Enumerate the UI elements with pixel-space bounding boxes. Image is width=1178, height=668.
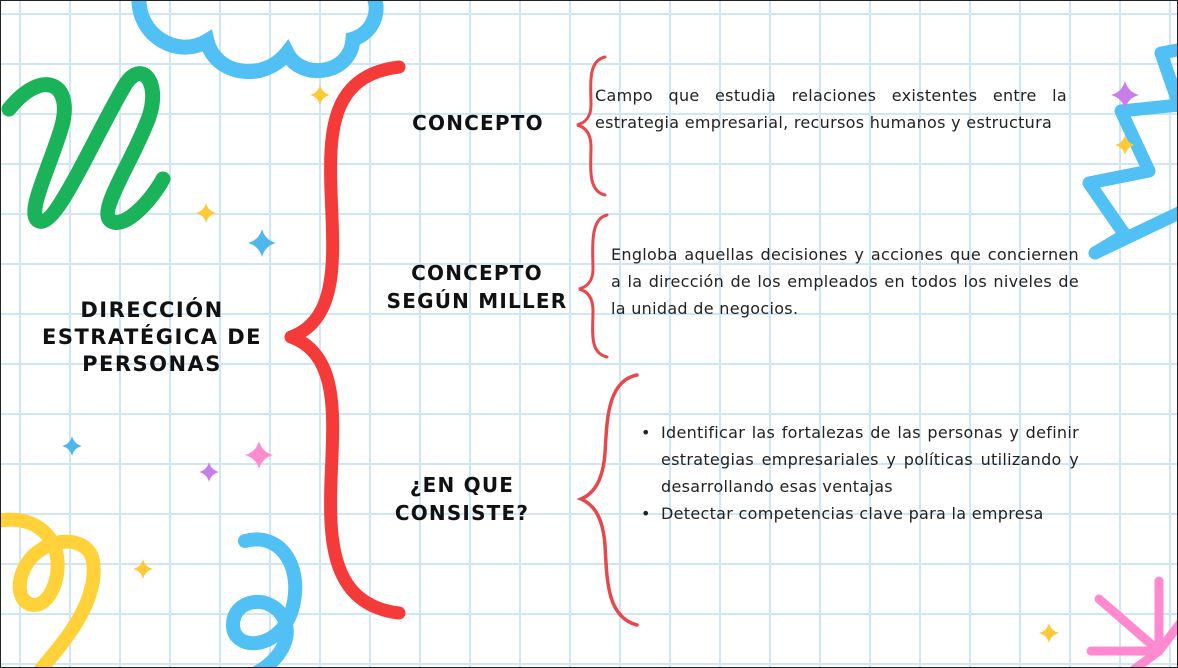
concepto-text: Campo que estudia relaciones existentes …: [595, 86, 1067, 132]
star-blue-1: [248, 229, 276, 257]
star-yellow-4: [1115, 135, 1135, 155]
list-item: •Detectar competencias clave para la emp…: [641, 504, 1044, 523]
star-yellow-2: [196, 203, 216, 223]
star-blue-2: [62, 436, 82, 456]
green-scribble: [1, 66, 171, 230]
heading-concepto-segun-miller: CONCEPTO SEGÚN MILLER: [386, 261, 568, 313]
heading-concepto: CONCEPTO: [412, 111, 544, 135]
list-item-text: Detectar competencias clave para la empr…: [661, 504, 1044, 523]
yellow-loop: [1, 512, 101, 667]
star-purple-1: [199, 462, 219, 482]
heading-en-que-consiste: ¿EN QUE CONSISTE?: [394, 473, 530, 525]
list-item: •Identificar las fortalezas de las perso…: [641, 423, 1079, 496]
star-pink-1: [245, 441, 273, 469]
main-title: DIRECCIÓN ESTRATÉGICA DE PERSONAS: [41, 298, 263, 376]
star-yellow-5: [1039, 623, 1059, 643]
pink-burst: [1086, 576, 1177, 667]
brace-concepto: [576, 55, 607, 197]
star-yellow-3: [133, 559, 153, 579]
consiste-list: •Identificar las fortalezas de las perso…: [639, 419, 1079, 527]
miller-text: Engloba aquellas decisiones y acciones q…: [611, 245, 1079, 318]
star-purple-2: [1111, 81, 1139, 109]
star-yellow-1: [310, 85, 330, 105]
sparkle-stars: [62, 81, 1139, 643]
blue-cloud-scribble: [131, 1, 384, 80]
main-curly-brace: [284, 60, 406, 620]
blue-swirl: [226, 532, 303, 667]
brace-consiste: [576, 373, 639, 627]
brace-miller: [578, 213, 609, 359]
list-item-text: Identificar las fortalezas de las person…: [661, 423, 1079, 496]
blue-zigzag: [1082, 43, 1177, 260]
